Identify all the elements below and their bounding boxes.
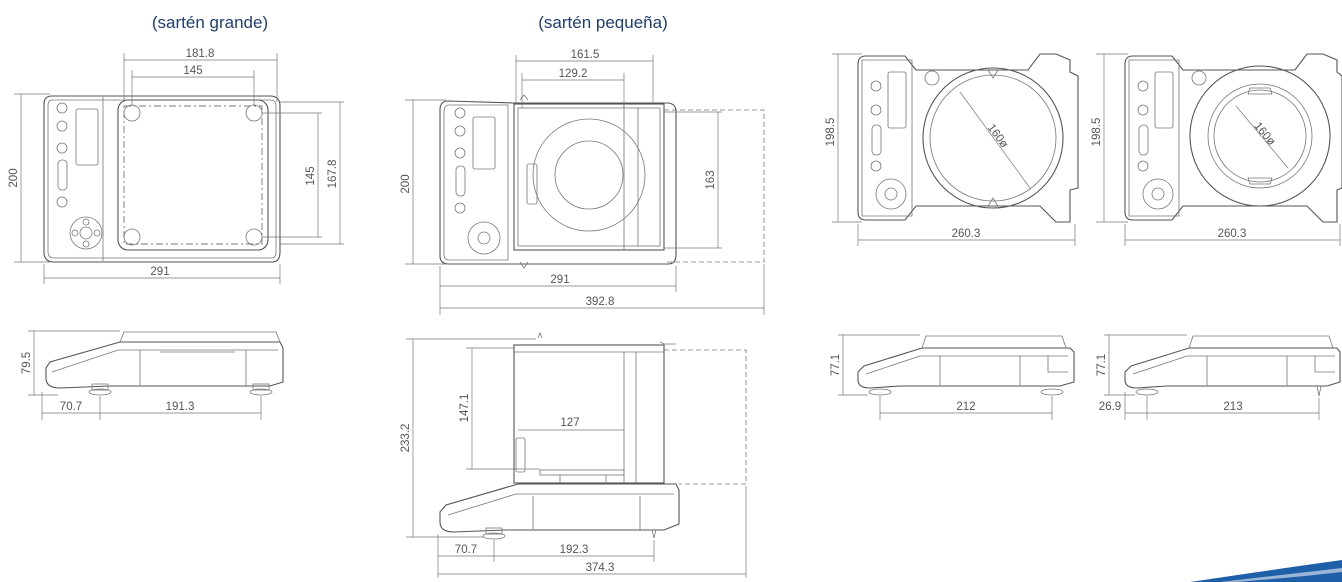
- dim-small-chamber-width: 127: [560, 417, 579, 429]
- dim-small-side-foot-span: 192.3: [560, 544, 589, 556]
- round-pan-b-side-view: 77.1 26.9 213: [1096, 334, 1341, 420]
- dim-small-side-total-width: 374.3: [586, 562, 615, 574]
- dim-round-b-side-height: 77.1: [1096, 354, 1108, 376]
- dim-large-width-inner: 145: [183, 65, 202, 77]
- dim-round-a-width: 260.3: [952, 228, 981, 240]
- small-pan-top-view: 161.5 129.2 200 163 291 392.8: [400, 49, 765, 315]
- large-pan-side-view: 79.5 70.7 191.3: [21, 330, 284, 420]
- title-small-pan: (sartén pequeña): [538, 13, 667, 32]
- dim-large-height: 200: [8, 168, 20, 187]
- dim-small-chamber-height: 163: [705, 170, 717, 189]
- dim-small-side-height: 233.2: [400, 424, 412, 453]
- dim-large-pan-outer: 167.8: [327, 160, 339, 189]
- dim-large-side-foot-front: 70.7: [60, 401, 82, 413]
- dim-small-chamber-side-height: 147.1: [459, 394, 471, 423]
- dim-small-height: 200: [400, 174, 412, 193]
- dim-large-side-height: 79.5: [21, 352, 33, 374]
- round-pan-a-side-view: 77.1 212: [830, 334, 1075, 420]
- dim-round-a-side-foot-span: 212: [956, 401, 975, 413]
- title-large-pan: (sartén grande): [152, 13, 268, 32]
- small-pan-side-view: 233.2 147.1 127 70.7 192.3 374.3: [400, 331, 747, 578]
- dim-round-b-height: 198.5: [1091, 118, 1103, 147]
- round-pan-b-top-view: 160ø 198.5 260.3: [1091, 53, 1342, 246]
- dim-round-b-width: 260.3: [1218, 228, 1247, 240]
- dim-round-b-side-foot-span: 213: [1223, 401, 1242, 413]
- dim-large-side-foot-span: 191.3: [166, 401, 195, 413]
- dim-large-pan-inner: 145: [305, 166, 317, 185]
- dim-small-base-width: 291: [550, 274, 569, 286]
- dim-round-a-height: 198.5: [825, 118, 837, 147]
- dim-large-total-width: 291: [150, 266, 169, 278]
- round-pan-a-top-view: 160ø 198.5 260.3: [825, 53, 1079, 246]
- dim-small-side-foot-front: 70.7: [455, 544, 477, 556]
- dim-round-b-diameter: 160ø: [1251, 120, 1277, 148]
- dim-round-a-diameter: 160ø: [985, 122, 1010, 150]
- dim-round-a-side-height: 77.1: [830, 354, 842, 376]
- dim-small-width-inner: 129.2: [559, 68, 588, 80]
- dim-round-b-side-foot-front: 26.9: [1099, 401, 1121, 413]
- dim-small-width-outer: 161.5: [571, 49, 600, 61]
- dim-small-total-width: 392.8: [586, 296, 615, 308]
- corner-accent: [1190, 560, 1342, 582]
- dim-large-width-outer: 181.8: [186, 48, 215, 60]
- large-pan-top-view: 181.8 145 200 145 167.8 291: [8, 48, 344, 284]
